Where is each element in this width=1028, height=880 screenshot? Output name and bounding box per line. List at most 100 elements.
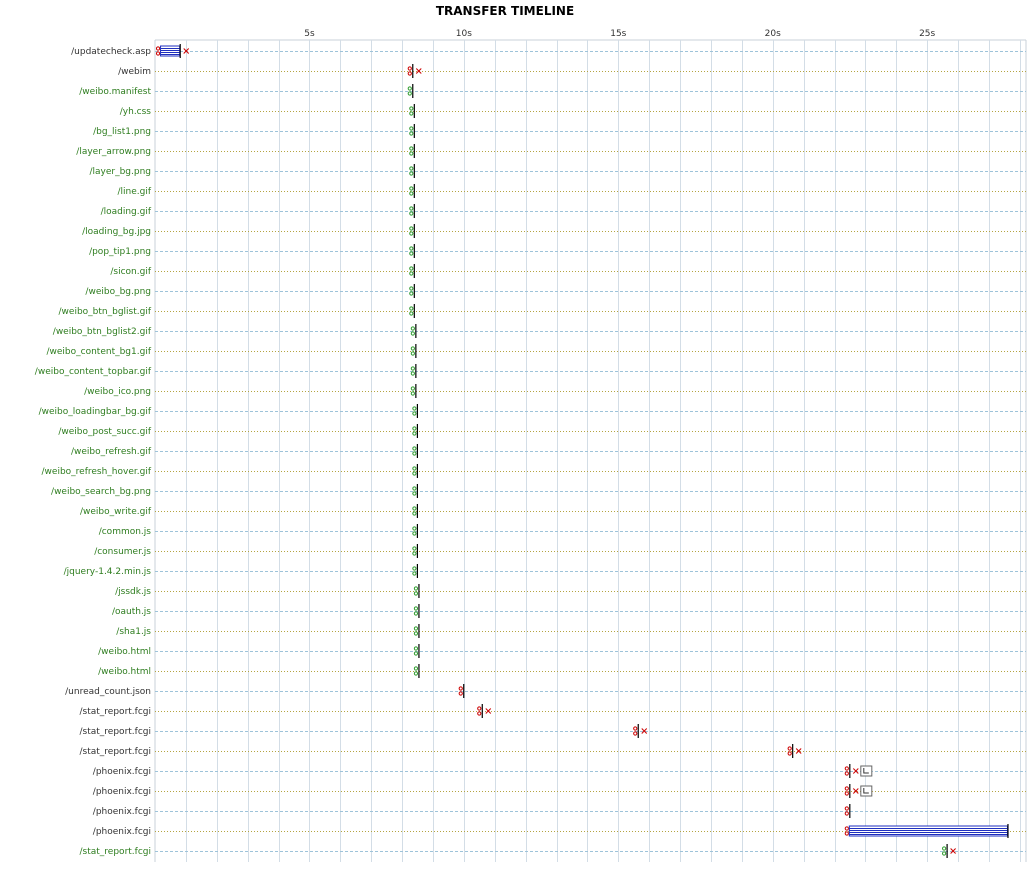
start-marker <box>409 166 414 171</box>
start-marker <box>412 491 417 496</box>
timeline-row: /jquery-1.4.2.min.js <box>64 564 1026 578</box>
row-label: /layer_arrow.png <box>76 147 151 157</box>
timeline-row: /weibo_bg.png <box>85 284 1026 298</box>
row-label: /stat_report.fcgi <box>80 747 151 757</box>
start-marker <box>844 811 849 816</box>
row-label: /weibo_refresh_hover.gif <box>42 467 152 477</box>
start-marker <box>410 326 415 331</box>
error-x-icon <box>641 728 648 734</box>
error-x-icon <box>852 768 859 774</box>
timeline-row: /oauth.js <box>112 604 1026 618</box>
row-label: /layer_bg.png <box>89 167 151 177</box>
row-label: /stat_report.fcgi <box>80 727 151 737</box>
start-marker <box>409 286 414 291</box>
row-label: /yh.css <box>120 107 152 117</box>
start-marker <box>787 751 792 756</box>
start-marker <box>409 106 414 111</box>
row-label: /line.gif <box>117 187 151 197</box>
timeline-row: /layer_bg.png <box>89 164 1026 178</box>
start-marker <box>409 266 414 271</box>
redirect-icon <box>860 785 873 797</box>
row-label: /phoenix.fcgi <box>93 767 151 777</box>
row-label: /sicon.gif <box>110 267 151 277</box>
row-label: /webim <box>118 67 151 77</box>
start-marker <box>787 746 792 751</box>
start-marker <box>410 366 415 371</box>
start-marker <box>409 311 414 316</box>
start-marker <box>942 851 947 856</box>
row-label: /weibo_ico.png <box>84 387 151 397</box>
row-label: /weibo.html <box>98 667 151 677</box>
start-marker <box>155 46 161 51</box>
start-marker <box>407 71 412 76</box>
start-marker <box>942 846 947 851</box>
timeline-row: /updatecheck.asp <box>71 44 1026 58</box>
start-marker <box>409 231 414 236</box>
timeline-row: /weibo_loadingbar_bg.gif <box>39 404 1026 418</box>
start-marker <box>844 771 849 776</box>
timeline-row: /weibo_refresh_hover.gif <box>42 464 1026 478</box>
error-x-icon <box>415 68 422 74</box>
start-marker <box>412 571 417 576</box>
timeline-row: /loading.gif <box>101 204 1026 218</box>
x-tick-label: 5s <box>304 29 315 39</box>
row-label: /jssdk.js <box>115 587 151 597</box>
timeline-row: /loading_bg.jpg <box>82 224 1026 238</box>
error-x-icon <box>950 848 956 854</box>
row-label: /weibo_content_topbar.gif <box>35 367 152 377</box>
timeline-row: /weibo_btn_bglist2.gif <box>53 324 1026 338</box>
timeline-row: /pop_tip1.png <box>89 244 1026 258</box>
start-marker <box>410 371 415 376</box>
start-marker <box>410 391 415 396</box>
timeline-row: /stat_report.fcgi <box>80 844 1026 858</box>
error-x-icon <box>183 48 190 54</box>
timeline-row: /unread_count.json <box>65 684 1026 698</box>
start-marker <box>412 531 417 536</box>
start-marker <box>844 806 849 811</box>
timeline-row: /phoenix.fcgi <box>93 824 1026 838</box>
start-marker <box>410 351 415 356</box>
timeline-row: /weibo_post_succ.gif <box>58 424 1026 438</box>
timeline-row: /weibo_refresh.gif <box>71 444 1026 458</box>
start-marker <box>410 331 415 336</box>
row-label: /stat_report.fcgi <box>80 707 151 717</box>
timeline-row: /phoenix.fcgi <box>93 784 1026 798</box>
start-marker <box>412 426 417 431</box>
timeline-row: /layer_arrow.png <box>76 144 1026 158</box>
start-marker <box>413 631 419 636</box>
start-marker <box>409 131 414 136</box>
start-marker <box>409 111 414 116</box>
row-label: /jquery-1.4.2.min.js <box>64 567 152 577</box>
start-marker <box>477 706 482 711</box>
start-marker <box>409 206 414 211</box>
timeline-row: /yh.css <box>120 104 1026 118</box>
start-marker <box>407 66 412 71</box>
start-marker <box>413 651 419 656</box>
timeline-row: /stat_report.fcgi <box>80 744 1026 758</box>
row-label: /loading.gif <box>101 207 152 217</box>
x-tick-label: 20s <box>765 29 781 39</box>
timeline-row: /stat_report.fcgi <box>80 704 1026 718</box>
start-marker <box>409 151 414 156</box>
timeline-row: /sha1.js <box>116 624 1026 638</box>
start-marker <box>409 246 414 251</box>
start-marker <box>409 126 414 131</box>
redirect-arrow-icon <box>863 788 869 794</box>
start-marker <box>407 86 412 91</box>
start-marker <box>412 551 417 556</box>
start-marker <box>409 191 414 196</box>
row-label: /weibo_btn_bglist2.gif <box>53 327 152 337</box>
start-marker <box>412 486 417 491</box>
row-label: /weibo_content_bg1.gif <box>46 347 151 357</box>
start-marker <box>409 146 414 151</box>
start-marker <box>477 711 482 716</box>
row-label: /phoenix.fcgi <box>93 787 151 797</box>
row-label: /weibo.html <box>98 647 151 657</box>
row-label: /weibo_write.gif <box>80 507 152 517</box>
timeline-row: /weibo_search_bg.png <box>51 484 1026 498</box>
timeline-row: /weibo_ico.png <box>84 384 1026 398</box>
row-label: /loading_bg.jpg <box>82 227 151 237</box>
start-marker <box>412 406 417 411</box>
start-marker <box>844 786 849 791</box>
